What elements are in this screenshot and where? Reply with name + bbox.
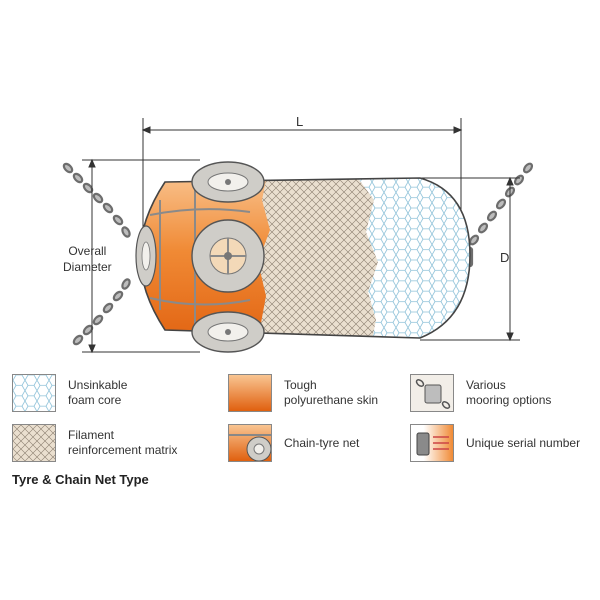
- legend-foam-core: Unsinkable foam core: [12, 374, 127, 412]
- chain-net: [149, 185, 251, 330]
- tyre-bottom: [191, 311, 265, 353]
- serial-line1: Unique serial number: [466, 435, 581, 450]
- mooring-swatch: [410, 374, 454, 412]
- chain-tyre-label: Chain-tyre net: [284, 436, 359, 451]
- mooring-line2: mooring options: [466, 393, 552, 407]
- length-label: L: [296, 114, 304, 129]
- overall-diameter-dimension: [82, 158, 200, 354]
- overall-diameter-line2: Diameter: [63, 260, 112, 274]
- serial-swatch: [410, 424, 454, 462]
- filament-line1: Filament: [68, 428, 115, 442]
- mooring-icon: [415, 379, 451, 409]
- skin-line1: Tough: [284, 378, 317, 392]
- legend-skin: Tough polyurethane skin: [228, 374, 378, 412]
- mooring-line1: Various: [466, 378, 506, 392]
- tyre-middle: [191, 219, 265, 293]
- legend-mooring: Various mooring options: [410, 374, 551, 412]
- end-tyre-left: [135, 225, 157, 287]
- filament-label: Filament reinforcement matrix: [68, 428, 177, 458]
- chain-tyre-icon: [229, 434, 271, 461]
- tyre-top: [191, 161, 265, 203]
- chain-tyre-line1: Chain-tyre net: [284, 435, 360, 450]
- legend-filament: Filament reinforcement matrix: [12, 424, 177, 462]
- foam-core-line2: foam core: [68, 393, 122, 407]
- overall-diameter-label: Overall Diameter: [63, 243, 112, 275]
- diameter-dimension: [420, 176, 520, 342]
- skin-swatch: [228, 374, 272, 412]
- chain-tyre-swatch: [228, 424, 272, 462]
- mooring-label: Various mooring options: [466, 378, 551, 408]
- legend-chain-tyre: Chain-tyre net: [228, 424, 359, 462]
- fender-diagram: [62, 118, 534, 354]
- foam-core-line1: Unsinkable: [68, 378, 128, 392]
- overall-diameter-line1: Overall: [68, 244, 107, 258]
- diameter-label: D: [500, 250, 510, 265]
- left-chain: [62, 162, 131, 346]
- foam-core-label: Unsinkable foam core: [68, 378, 127, 408]
- serial-plate-icon: [416, 432, 449, 456]
- filament-line2: reinforcement matrix: [68, 443, 178, 457]
- serial-label: Unique serial number: [466, 436, 580, 451]
- skin-label: Tough polyurethane skin: [284, 378, 378, 408]
- diagram-caption: Tyre & Chain Net Type: [12, 472, 149, 487]
- skin-line2: polyurethane skin: [284, 393, 379, 407]
- foam-core-swatch: [12, 374, 56, 412]
- fender-body: [140, 178, 470, 338]
- filament-swatch: [12, 424, 56, 462]
- legend-serial: Unique serial number: [410, 424, 580, 462]
